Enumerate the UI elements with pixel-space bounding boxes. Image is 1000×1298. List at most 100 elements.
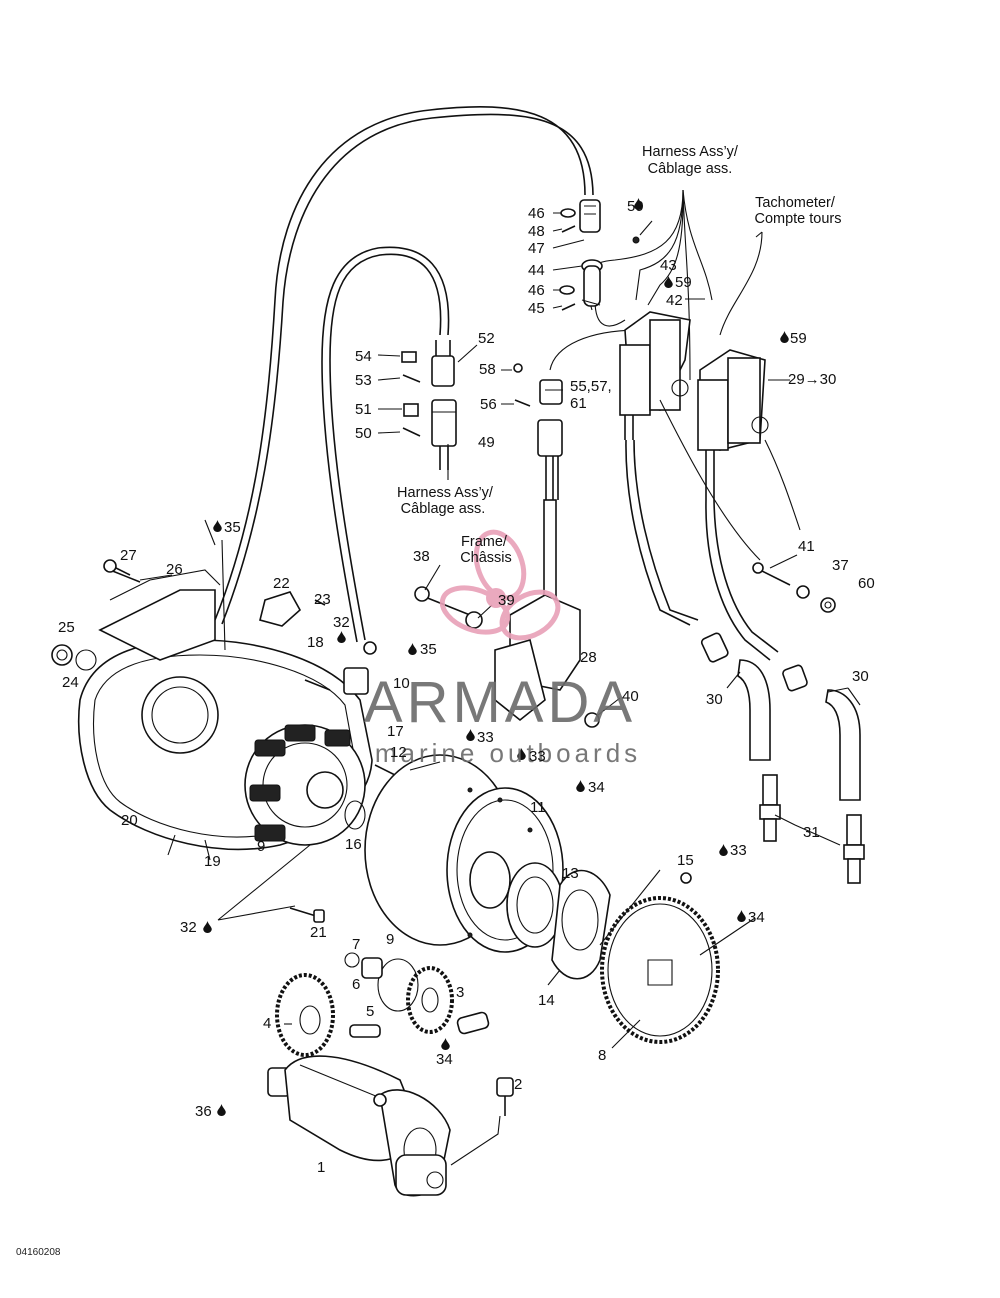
part-label: 39 [498,592,515,609]
part-label: 59 [790,330,807,347]
part-label: 61 [570,395,587,412]
part-label: 33 [730,842,747,859]
frame-line2: Châssis [460,550,512,566]
part-label: 9 [386,931,394,948]
gear-4 [275,973,335,1057]
part-label: 10 [393,675,410,692]
part-label: 50 [355,425,372,442]
part-label: 53 [355,372,372,389]
part-label: 38 [413,548,430,565]
leader-lines [139,212,861,1166]
harness-mid-line1: Harness Ass’y/ [397,485,494,501]
part-label: 18 [307,634,324,651]
part-label: 26 [166,561,183,578]
part-label: 32 [333,614,350,631]
armada-watermark: ARMADA marine outboards [364,529,637,768]
part-label: 1 [317,1159,325,1176]
part-label: 28 [580,649,597,666]
part-label: 16 [345,836,362,853]
part-label: 44 [528,262,545,279]
part-label: 34 [436,1051,453,1068]
connector-52-49 [401,340,457,470]
part-label: 48 [528,223,545,240]
watermark-brand: ARMADA [364,670,636,735]
clutch-plate-14 [551,869,692,980]
part-label: 55,57, [570,378,612,395]
part-label: 32 [180,919,197,936]
drop-icon-32b [203,921,212,933]
part-label: 59 [675,274,692,291]
part-label: 47 [528,240,545,257]
annotation-frame: Frame/ Châssis [460,534,512,566]
part-label: 6 [352,976,360,993]
gear-3 [344,952,490,1038]
ring-gear-8 [600,896,720,1044]
part-label: 19 [204,853,221,870]
part-label: 36 [195,1103,212,1120]
part-label: 59 [627,198,644,215]
part-label: 41 [798,538,815,555]
part-label: 4 [263,1015,271,1032]
drop-icon-59c [780,331,789,343]
drop-icon-34c [441,1038,450,1050]
stator-9 [244,724,396,846]
drop-icon-34b [737,910,746,922]
part-label: 37 [832,557,849,574]
bolt-21 [103,559,325,923]
ignition-coil-30 [659,349,801,661]
drop-icon-35a [213,520,222,532]
part-label: 21 [310,924,327,941]
harness-mid-line2: Câblage ass. [401,501,486,517]
starter-motor-1 [267,1055,514,1197]
part-label: 13 [562,865,579,882]
part-label: 5 [366,1003,374,1020]
part-label: 24 [62,674,79,691]
part-label: 43 [660,257,677,274]
spark-plug-cap-30 [700,632,861,801]
part-label: 35 [224,519,241,536]
harness-top-line2: Câblage ass. [648,161,733,177]
part-label: 27 [120,547,137,564]
harness-top-line1: Harness Ass’y/ [642,144,739,160]
part-label: 42 [666,292,683,309]
part-label: 22 [273,575,290,592]
ignition-module-bracket-28 [414,586,600,728]
part-label: 29→30 [788,371,836,388]
part-label: 15 [677,852,694,869]
part-label: 34 [748,909,765,926]
figure-code: 04160208 [16,1247,61,1258]
part-label: 12 [390,744,407,761]
connector-55-56 [513,363,563,621]
frame-line1: Frame/ [461,534,508,550]
part-label: 58 [479,361,496,378]
annotation-harness-top: Harness Ass’y/ Câblage ass. [642,144,739,177]
part-label: 46 [528,205,545,222]
part-label: 30 [852,668,869,685]
part-label: 30 [706,691,723,708]
tachometer-line2: Compte tours [754,211,841,227]
part-label: 25 [58,619,75,636]
drop-icon-59b [664,276,673,288]
part-label: 23 [314,591,331,608]
part-label: 35 [420,641,437,658]
part-label: 54 [355,348,372,365]
drop-icon-35b [408,643,417,655]
part-label: 8 [598,1047,606,1064]
harness-branch-wires [586,189,763,381]
drop-icon-34a [576,780,585,792]
part-label: 17 [387,723,404,740]
part-label: 9 [257,838,265,855]
part-label: 3 [456,984,464,1001]
part-label: 7 [352,936,360,953]
part-label: 40 [622,688,639,705]
drop-icon-32a [337,631,346,643]
annotation-tachometer: Tachometer/ Compte tours [754,195,841,227]
drop-icon-36 [217,1104,226,1116]
part-label: 56 [480,396,497,413]
drop-icon-33c [719,844,728,856]
part-label: 49 [478,434,495,451]
part-label: 14 [538,992,555,1009]
coil-mount-bolt-41 [752,562,836,613]
propeller-logo-icon [439,529,561,641]
